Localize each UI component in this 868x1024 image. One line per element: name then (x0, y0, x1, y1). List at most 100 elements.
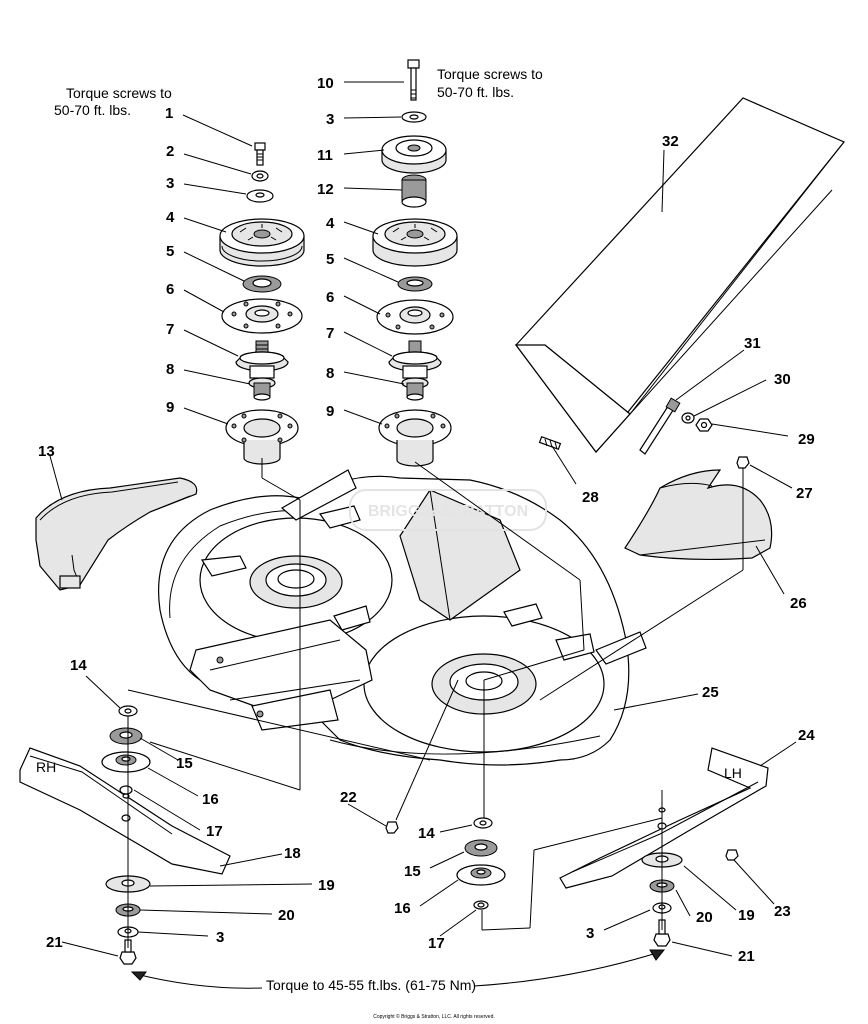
callout-25: 25 (702, 684, 719, 701)
callout-12: 12 (317, 181, 334, 198)
callout-5: 5 (326, 251, 334, 268)
bearing-15-left (109, 727, 143, 745)
spindle-housing-9-left (225, 409, 299, 465)
callout-23: 23 (774, 903, 791, 920)
callout-10: 10 (317, 75, 334, 92)
callout-3: 3 (326, 111, 334, 128)
callout-32: 32 (662, 133, 679, 150)
pulley-4-right (372, 218, 458, 267)
text-notes: Torque screws to 50-70 ft. lbs. Torque s… (36, 66, 742, 1020)
callout-7: 7 (326, 325, 334, 342)
callout-26: 26 (790, 595, 807, 612)
callout-1: 1 (165, 105, 173, 122)
callout-16: 16 (202, 791, 219, 808)
chute-rod-31 (639, 397, 681, 455)
spindle-shaft-7-right (388, 340, 442, 379)
screw-23 (725, 849, 739, 861)
torque-note-right-line2: 50-70 ft. lbs. (437, 84, 514, 100)
right-spindle-stack (372, 59, 458, 467)
callout-28: 28 (582, 489, 599, 506)
blade-rh-label: RH (36, 759, 56, 775)
spindle-housing-6-left (221, 298, 303, 334)
washer-14-right (473, 817, 493, 829)
callout-24: 24 (798, 727, 815, 744)
bearing-5-left (242, 275, 282, 293)
callout-9: 9 (326, 403, 334, 420)
left-spindle-stack (219, 142, 305, 465)
callout-30: 30 (774, 371, 791, 388)
spindle-bearing-8-left (248, 377, 276, 401)
callout-20: 20 (278, 907, 295, 924)
callout-2: 2 (166, 143, 174, 160)
callout-31: 31 (744, 335, 761, 352)
callout-13: 13 (38, 443, 55, 460)
washer-30 (681, 412, 695, 424)
bolt-10 (407, 59, 420, 101)
mower-deck-25 (158, 469, 647, 766)
adapter-16-right (456, 864, 506, 886)
bolt-28 (538, 435, 562, 451)
callout-3: 3 (586, 925, 594, 942)
callout-17: 17 (428, 935, 445, 952)
center-blade-stack (385, 817, 506, 910)
callout-29: 29 (798, 431, 815, 448)
screw-27 (736, 456, 750, 560)
adapter-16-left (101, 751, 151, 773)
discharge-chute-32 (514, 97, 845, 453)
callout-11: 11 (317, 147, 333, 164)
callout-22: 22 (340, 789, 357, 806)
callout-20: 20 (696, 909, 713, 926)
washer-17-right (473, 900, 489, 910)
spindle-shield-26 (624, 469, 773, 561)
callout-21: 21 (46, 934, 63, 951)
lock-washer-2 (251, 170, 269, 182)
callout-16: 16 (394, 900, 411, 917)
callout-14: 14 (418, 825, 435, 842)
callout-19: 19 (738, 907, 755, 924)
spindle-shaft-7-left (235, 340, 289, 379)
nut-29 (695, 418, 713, 432)
screw-1 (254, 142, 266, 166)
callout-17: 17 (206, 823, 223, 840)
callout-9: 9 (166, 399, 174, 416)
callout-4: 4 (326, 215, 335, 232)
callout-4: 4 (166, 209, 175, 226)
callout-3: 3 (216, 929, 224, 946)
blade-lh-label: LH (724, 765, 742, 781)
spindle-housing-6-right (376, 299, 454, 335)
spindle-housing-9-right (378, 409, 452, 467)
washer-14-left (118, 705, 138, 717)
callout-15: 15 (176, 755, 193, 772)
callout-14: 14 (70, 657, 87, 674)
torque-note-right-line1: Torque screws to (437, 66, 543, 82)
callout-7: 7 (166, 321, 174, 338)
callout-27: 27 (796, 485, 813, 502)
washer-3-left (246, 189, 274, 203)
callout-8: 8 (166, 361, 174, 378)
callout-numbers: 1 2 3 4 5 6 7 8 9 10 3 11 12 4 5 6 7 8 9… (38, 75, 815, 965)
bearing-15-right (464, 839, 498, 857)
pulley-11 (381, 135, 447, 174)
callout-6: 6 (326, 289, 334, 306)
callout-3: 3 (166, 175, 174, 192)
assembly-lines (127, 458, 744, 948)
copyright-notice: Copyright © Briggs & Stratton, LLC. All … (373, 1013, 495, 1020)
callout-5: 5 (166, 243, 174, 260)
torque-note-bottom: Torque to 45-55 ft.lbs. (61-75 Nm) (266, 977, 476, 993)
screw-22 (385, 821, 399, 834)
bearing-5-right (397, 276, 433, 292)
callout-6: 6 (166, 281, 174, 298)
torque-note-left-line1: Torque screws to (66, 85, 172, 101)
belt-cover-13 (35, 477, 198, 591)
leader-lines (49, 81, 797, 957)
callout-19: 19 (318, 877, 335, 894)
callout-21: 21 (738, 948, 755, 965)
torque-note-left-line2: 50-70 ft. lbs. (54, 102, 131, 118)
pulley-4-left (219, 218, 305, 267)
spindle-bearing-8-right (401, 377, 429, 401)
washer-3-right (401, 111, 427, 123)
callout-8: 8 (326, 365, 334, 382)
callout-15: 15 (404, 863, 421, 880)
watermark: BRIGGS&STRATTON (368, 503, 528, 520)
